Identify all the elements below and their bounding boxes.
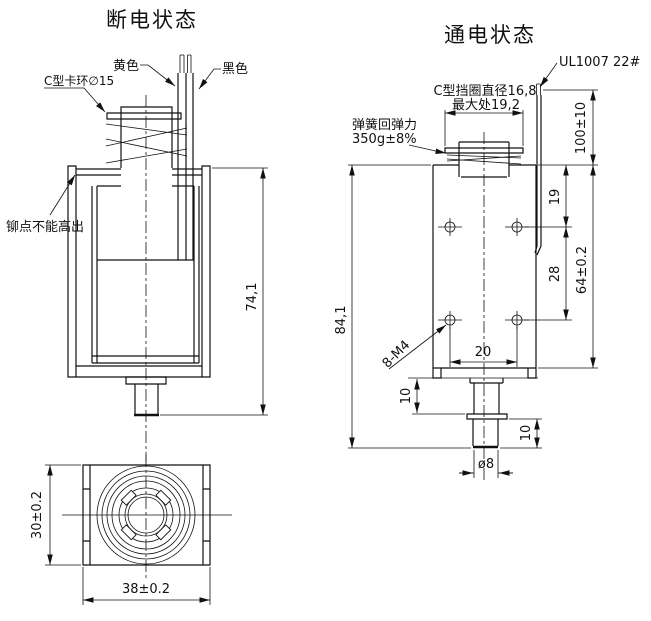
right-dim-overall-height: 84,1 <box>334 164 471 449</box>
dim-30-label: 30±0.2 <box>30 491 45 539</box>
left-callout-rivet-note: 铆点不能高出 <box>6 174 84 235</box>
left-coil-body <box>91 185 200 364</box>
wire-spec-label: UL1007 22# <box>559 55 640 70</box>
right-dim-hole-top-offset: 19 <box>524 165 572 228</box>
dim-extension-lines <box>160 167 268 416</box>
dim-28-label: 28 <box>548 266 563 283</box>
right-lead-wire <box>534 95 542 256</box>
dim-84-label: 84,1 <box>334 306 349 335</box>
left-wire-stripped-ends <box>179 54 192 73</box>
leader-line <box>140 64 176 87</box>
right-dim-flange-offset: 10 <box>399 379 465 415</box>
leader-line <box>408 144 447 155</box>
dim-10-right-label: 10 <box>519 425 534 442</box>
dim-extension-lines <box>348 164 471 449</box>
dim-10-left-label: 10 <box>399 388 414 405</box>
right-callout-thread: 8-M4 <box>380 324 447 371</box>
left-callout-c-ring: C型卡环∅15 <box>44 74 114 113</box>
left-lead-wires <box>177 73 194 260</box>
right-plunger-pin <box>466 378 508 446</box>
right-dim-hole-pitch: 28 <box>524 227 572 321</box>
dim-extension-lines <box>538 89 598 166</box>
right-callout-wire-spec: UL1007 22# <box>539 55 640 88</box>
c-ring-dia-label-1: C型挡圈直径16,8 <box>433 84 536 99</box>
spring-force-label-1: 弹簧回弹力 <box>352 117 417 133</box>
c-ring-dia-label-2: 最大处19,2 <box>452 98 520 113</box>
right-callout-spring-force: 弹簧回弹力 350g±8% <box>352 117 447 155</box>
left-callout-black-wire: 黑色 <box>198 61 248 90</box>
left-plunger-pin <box>125 376 167 414</box>
right-view-title: 通电状态 <box>444 23 536 47</box>
right-dim-pin-diameter: ø8 <box>459 450 513 478</box>
right-wire-stripped-end <box>536 83 541 95</box>
left-view-deenergized: 断电状态 74,1 黄色 黑色 <box>6 8 268 462</box>
leader-line <box>49 174 76 216</box>
leader-line <box>44 87 106 113</box>
right-callout-c-ring-dia: C型挡圈直径16,8 最大处19,2 <box>433 84 537 146</box>
right-compressed-spring <box>446 154 522 165</box>
yellow-wire-label: 黄色 <box>113 58 139 74</box>
right-dim-wire-length: 100±10 <box>538 89 598 166</box>
c-ring-label: C型卡环∅15 <box>44 74 114 88</box>
leader-line <box>388 324 447 370</box>
dim-dia8-label: ø8 <box>478 457 494 472</box>
hole-crosshairs <box>438 218 529 329</box>
dim-74-label: 74,1 <box>245 283 260 312</box>
left-dim-overall-height: 74,1 <box>160 167 268 416</box>
right-dim-pin-length: 10 <box>500 418 542 449</box>
dim-64-label: 64±0.2 <box>575 246 590 294</box>
bottom-view: 30±0.2 38±0.2 <box>30 455 232 605</box>
right-body <box>432 164 537 379</box>
bottom-dim-depth: 30±0.2 <box>30 464 81 566</box>
leader-line <box>198 68 221 90</box>
leader-line <box>539 62 558 88</box>
dim-extension-lines <box>444 110 524 146</box>
bottom-dim-width: 38±0.2 <box>82 567 211 605</box>
dim-19-label: 19 <box>548 189 563 206</box>
dim-100-label: 100±10 <box>574 102 589 154</box>
rivet-note-label: 铆点不能高出 <box>6 219 84 235</box>
right-dim-body-height: 64±0.2 <box>538 165 598 369</box>
left-return-spring <box>105 123 188 164</box>
dim-38-label: 38±0.2 <box>122 582 170 597</box>
left-bracket-frame <box>67 165 211 378</box>
spring-force-label-2: 350g±8% <box>352 132 417 147</box>
right-view-energized: 通电状态 UL1007 22# C型挡圈直径16,8 <box>334 23 640 482</box>
dim-20-label: 20 <box>475 345 492 360</box>
left-view-title: 断电状态 <box>106 8 198 32</box>
left-callout-yellow-wire: 黄色 <box>113 58 176 87</box>
mounting-holes <box>438 218 529 329</box>
left-plunger-top <box>120 106 173 168</box>
right-dim-hole-span: 20 <box>449 327 518 367</box>
left-c-ring-plate <box>106 112 182 120</box>
black-wire-label: 黑色 <box>222 61 248 77</box>
